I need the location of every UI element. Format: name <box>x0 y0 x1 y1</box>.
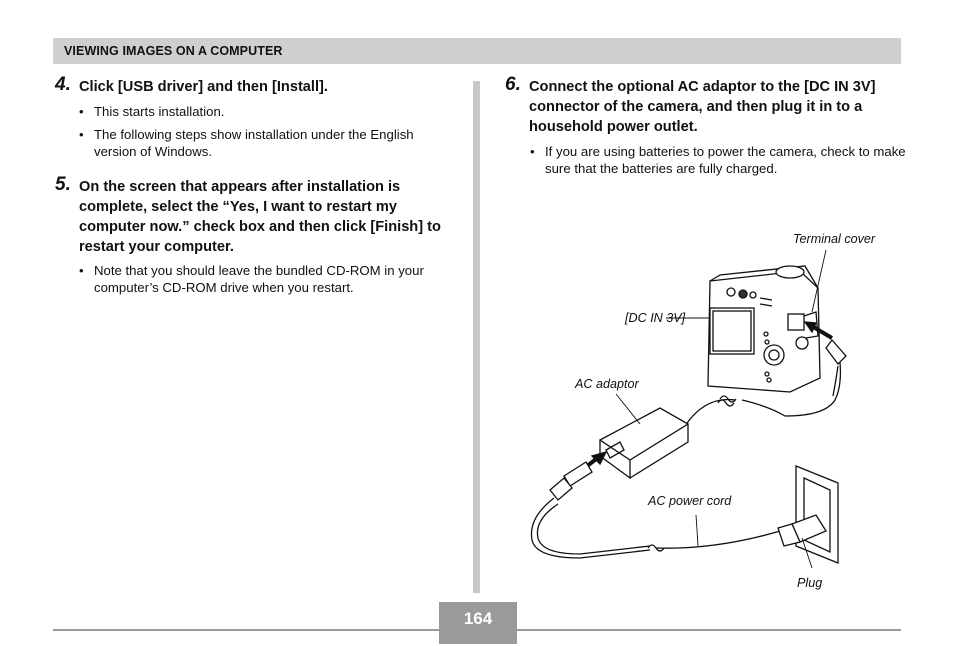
bullet-text: Note that you should leave the bundled C… <box>94 263 424 295</box>
page-number-box: 164 <box>439 602 517 644</box>
plug-label: Plug <box>797 576 823 590</box>
bullet-text: The following steps show installation un… <box>94 127 414 159</box>
bullet-text: If you are using batteries to power the … <box>545 144 906 176</box>
step-number: 5. <box>55 174 71 195</box>
section-header-bar: VIEWING IMAGES ON A COMPUTER <box>53 38 901 64</box>
bullet-text: This starts installation. <box>94 104 225 119</box>
step-instruction: Connect the optional AC adaptor to the [… <box>529 79 876 135</box>
ac-adaptor-label: AC adaptor <box>575 377 639 391</box>
power-outlet-icon <box>777 465 839 564</box>
page-number: 164 <box>463 609 493 628</box>
step-instruction: Click [USB driver] and then [Install]. <box>79 79 328 95</box>
step-number: 6. <box>505 74 521 95</box>
camera-icon <box>707 265 821 393</box>
step-number: 4. <box>55 74 71 95</box>
ac-adaptor-icon <box>598 407 690 480</box>
bullet-item: •Note that you should leave the bundled … <box>79 263 424 295</box>
ac-power-cord-label: AC power cord <box>648 494 732 508</box>
section-title: VIEWING IMAGES ON A COMPUTER <box>64 44 283 58</box>
bullet-item: •If you are using batteries to power the… <box>530 144 906 176</box>
terminal-cover-label: Terminal cover <box>793 232 876 246</box>
dc-in-label: [DC IN 3V] <box>625 311 686 325</box>
step-instruction: On the screen that appears after install… <box>79 179 441 255</box>
column-divider <box>473 81 480 593</box>
bullet-item: •The following steps show installation u… <box>79 127 414 159</box>
ac-adaptor-connection-illustration <box>530 249 847 569</box>
bullet-item: •This starts installation. <box>79 104 225 119</box>
